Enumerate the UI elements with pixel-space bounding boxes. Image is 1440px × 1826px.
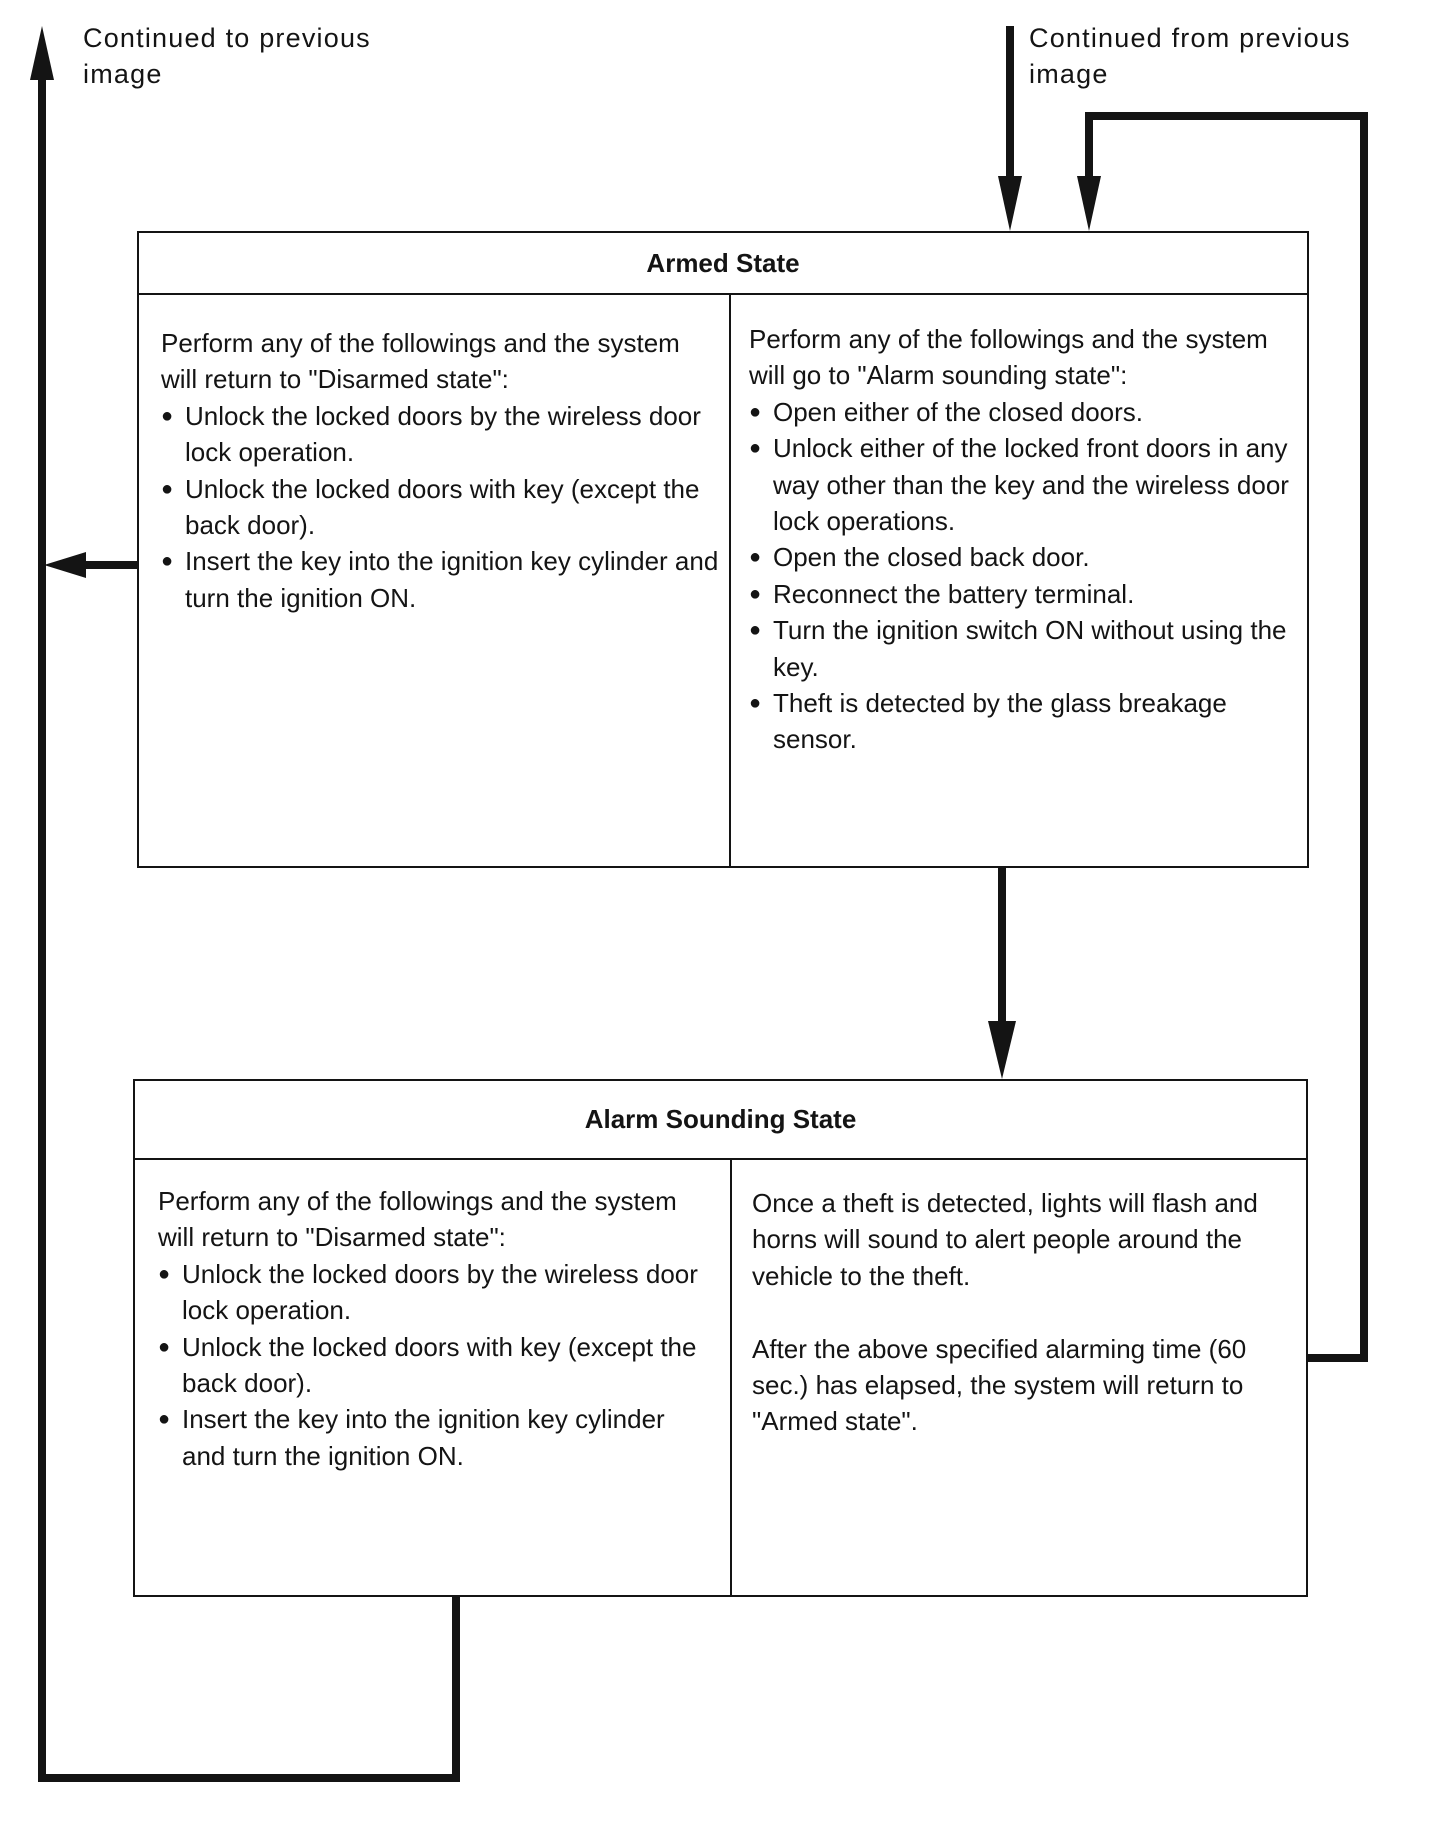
alarm-sounding-state-title: Alarm Sounding State: [135, 1081, 1306, 1160]
armed-alarm-intro: Perform any of the followings and the sy…: [749, 324, 1268, 391]
list-item: Turn the ignition switch ON without usin…: [749, 612, 1297, 685]
arrow-down-icon: [988, 1021, 1016, 1079]
continued-to-previous-note: Continued to previous image: [83, 23, 371, 89]
list-item: Unlock the locked doors by the wireless …: [158, 1256, 706, 1329]
list-item: Unlock the locked doors with key (except…: [161, 471, 719, 544]
list-item: Reconnect the battery terminal.: [749, 576, 1297, 613]
arrow-left-icon: [44, 552, 86, 578]
arrow-down-icon: [998, 176, 1022, 231]
arrow-down-icon: [1077, 176, 1101, 231]
alarm-sounding-state-box: Alarm Sounding State Perform any of the …: [133, 1079, 1308, 1597]
list-item: Unlock the locked doors by the wireless …: [161, 398, 719, 471]
list-item: Unlock the locked doors with key (except…: [158, 1329, 706, 1402]
armed-state-box: Armed State Perform any of the following…: [137, 231, 1309, 868]
alarm-behavior-description: Once a theft is detected, lights will fl…: [732, 1160, 1306, 1595]
continued-from-previous-note: Continued from previous image: [1029, 23, 1351, 89]
alarm-disarm-intro: Perform any of the followings and the sy…: [158, 1186, 677, 1253]
alarm-timeout-paragraph: After the above specified alarming time …: [752, 1333, 1247, 1437]
list-item: Insert the key into the ignition key cyl…: [158, 1401, 706, 1474]
alarm-disarm-conditions: Perform any of the followings and the sy…: [135, 1160, 732, 1595]
return-to-disarmed-connector: [38, 78, 460, 1782]
list-item: Theft is detected by the glass breakage …: [749, 685, 1297, 758]
list-item: Insert the key into the ignition key cyl…: [161, 543, 719, 616]
list-item: Open either of the closed doors.: [749, 394, 1297, 431]
list-item: Unlock either of the locked front doors …: [749, 430, 1297, 539]
list-item: Open the closed back door.: [749, 539, 1297, 576]
alarm-to-armed-connector: [1085, 112, 1368, 1362]
armed-disarm-intro: Perform any of the followings and the sy…: [161, 328, 680, 395]
armed-state-title: Armed State: [139, 233, 1307, 295]
armed-disarm-conditions: Perform any of the followings and the sy…: [139, 295, 731, 866]
armed-alarm-conditions: Perform any of the followings and the sy…: [731, 295, 1307, 866]
alarm-behavior-paragraph: Once a theft is detected, lights will fl…: [752, 1188, 1258, 1291]
arrow-up-icon: [30, 26, 54, 80]
